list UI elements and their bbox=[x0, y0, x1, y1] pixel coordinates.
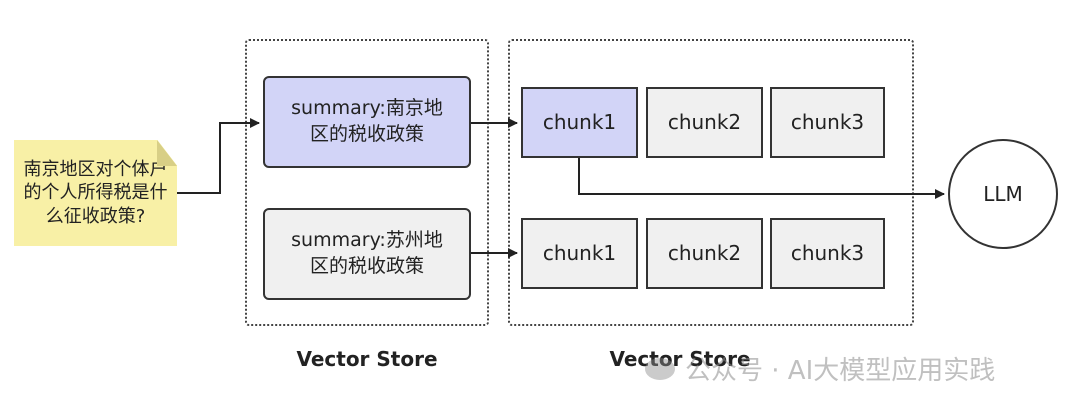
question-to-summary-arrow bbox=[177, 118, 260, 194]
chunk-label: chunk1 bbox=[542, 241, 617, 265]
question-note: 南京地区对个体户的个人所得税是什么征收政策? bbox=[14, 140, 177, 246]
chunk-row1-3: chunk3 bbox=[770, 87, 885, 158]
summary-nanjing-label: summary:南京地区的税收政策 bbox=[291, 97, 443, 145]
chunk-label: chunk1 bbox=[542, 110, 617, 134]
chunk-row2-3: chunk3 bbox=[770, 218, 885, 289]
watermark: 公众号 · AI大模型应用实践 bbox=[645, 350, 995, 387]
chunk-vector-store-container bbox=[508, 39, 914, 326]
chunk1-to-llm-arrow bbox=[578, 158, 945, 199]
chunk-label: chunk3 bbox=[790, 241, 865, 265]
chunk-label: chunk2 bbox=[667, 110, 742, 134]
summary-nanjing-box: summary:南京地区的税收政策 bbox=[263, 76, 471, 168]
chunk-row1-1: chunk1 bbox=[521, 87, 638, 158]
question-text: 南京地区对个体户的个人所得税是什么征收政策? bbox=[23, 158, 168, 227]
summary-store-caption: Vector Store bbox=[296, 347, 438, 371]
chunk-row2-2: chunk2 bbox=[646, 218, 763, 289]
chunk-store-caption: Vector Store bbox=[609, 347, 751, 371]
chunk-row2-1: chunk1 bbox=[521, 218, 638, 289]
chunk-label: chunk2 bbox=[667, 241, 742, 265]
llm-node: LLM bbox=[948, 139, 1058, 249]
chunk-row1-2: chunk2 bbox=[646, 87, 763, 158]
watermark-text: 公众号 · AI大模型应用实践 bbox=[685, 356, 996, 386]
summary-suzhou-box: summary:苏州地区的税收政策 bbox=[263, 208, 471, 300]
llm-label: LLM bbox=[983, 182, 1023, 206]
summary-suzhou-label: summary:苏州地区的税收政策 bbox=[291, 229, 443, 277]
wechat-logo-icon bbox=[645, 357, 675, 380]
summary-vector-store-container bbox=[245, 39, 489, 326]
chunk-label: chunk3 bbox=[790, 110, 865, 134]
